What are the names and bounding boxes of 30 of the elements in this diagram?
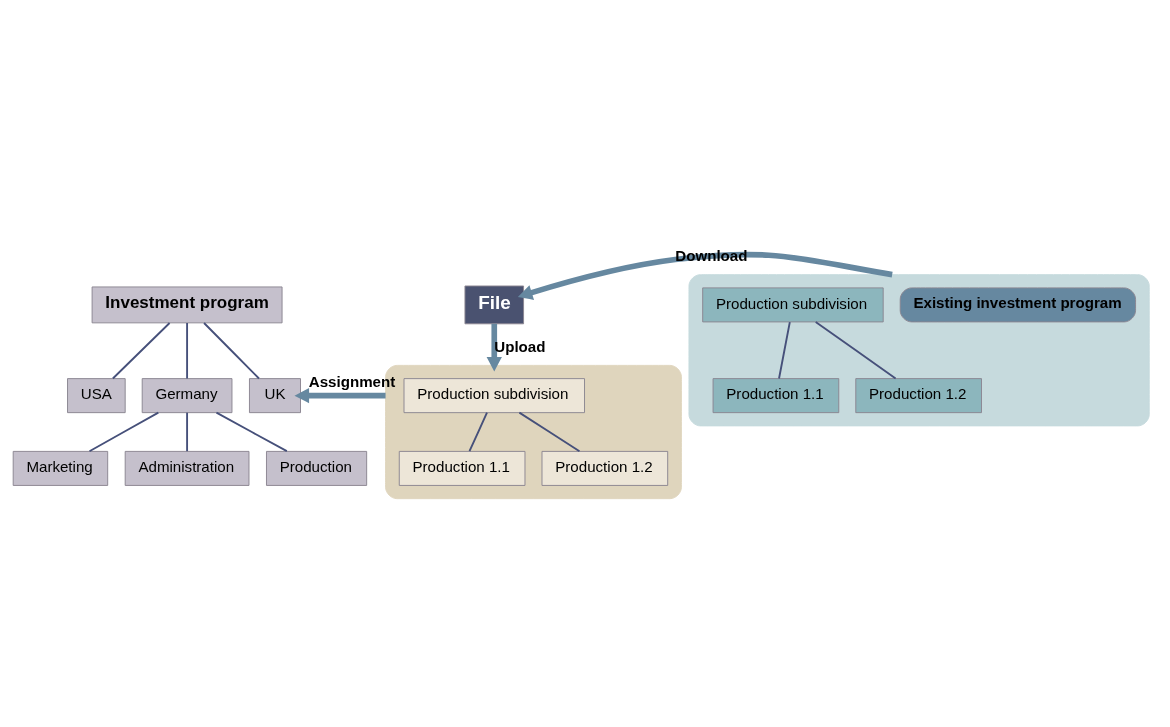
connector	[88, 411, 160, 453]
node-box: Production 1.2	[855, 378, 982, 414]
node-box: Production subdivision	[702, 287, 884, 323]
arrow	[486, 323, 502, 372]
connector	[203, 322, 260, 380]
connector	[186, 411, 189, 453]
connector	[215, 411, 288, 453]
node-box: UK	[249, 378, 301, 414]
node-box: Existing investment program	[899, 287, 1137, 323]
node-box: Investment program	[91, 286, 283, 324]
node-box: Administration	[124, 450, 250, 486]
node-box: Germany	[141, 378, 233, 414]
node-box: Production	[266, 450, 368, 486]
connector	[186, 322, 189, 380]
arrow	[294, 387, 386, 404]
node-box: Production 1.1	[712, 378, 840, 414]
connector	[111, 322, 171, 380]
connector	[468, 411, 488, 453]
arrow	[517, 251, 893, 300]
node-box: USA	[67, 378, 126, 414]
connector	[518, 411, 581, 453]
node-box: Production subdivision	[403, 378, 585, 414]
node-box: File	[464, 285, 525, 325]
edge-label: Assignment	[308, 372, 396, 390]
node-box: Production 1.1	[398, 450, 526, 486]
connector	[814, 321, 897, 380]
node-box: Production 1.2	[541, 450, 669, 486]
connector	[778, 321, 791, 380]
node-box: Marketing	[12, 450, 109, 486]
cluster	[688, 274, 1150, 427]
